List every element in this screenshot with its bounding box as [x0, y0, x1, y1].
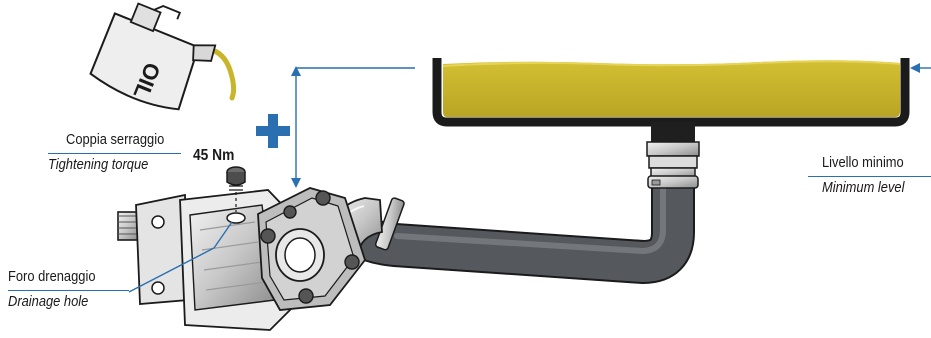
drainage-hole — [226, 212, 246, 224]
drain-plug-screw — [226, 166, 246, 212]
lower-clamp — [374, 197, 405, 251]
oil-can-icon: OIL — [89, 2, 237, 111]
level-label-it: Livello minimo — [822, 154, 904, 171]
tightening-label-it: Coppia serraggio — [66, 131, 165, 148]
left-arrow-icon — [910, 63, 931, 73]
drainage-rule — [8, 290, 129, 291]
torque-value: 45 Nm — [193, 147, 235, 164]
hydraulic-pump — [117, 187, 367, 331]
oil-tank — [432, 58, 910, 127]
upper-fitting — [646, 141, 700, 179]
drainage-leader — [128, 221, 233, 293]
upper-clamp — [647, 175, 699, 189]
level-label-en: Minimum level — [822, 179, 905, 196]
up-down-arrow-icon — [291, 66, 415, 188]
pump-bolts — [260, 190, 360, 304]
hose — [341, 177, 695, 285]
tank-outlet — [651, 122, 695, 144]
tightening-label-en: Tightening torque — [48, 156, 149, 173]
drainage-label-en: Drainage hole — [8, 293, 89, 310]
level-rule — [808, 176, 931, 177]
tightening-rule — [48, 153, 181, 154]
drainage-label-it: Foro drenaggio — [8, 268, 96, 285]
plus-icon — [256, 114, 290, 148]
oil-fill — [443, 60, 900, 117]
